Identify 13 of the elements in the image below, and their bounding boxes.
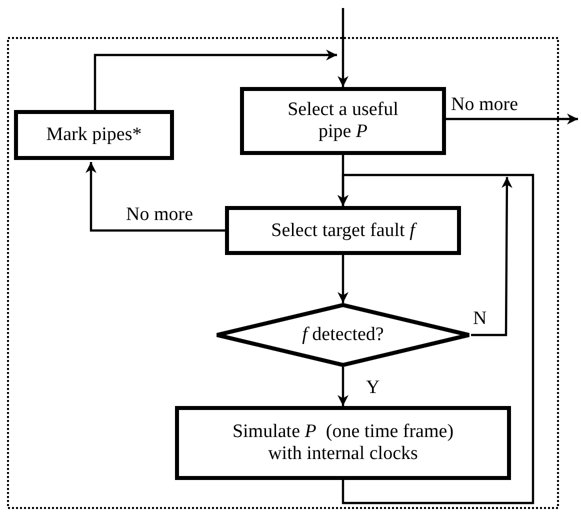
arrow — [338, 8, 348, 87]
arrow — [446, 114, 578, 124]
arrow — [338, 367, 348, 406]
process-box: Mark pipes* — [14, 110, 174, 160]
arrow — [338, 174, 534, 504]
arrow — [94, 50, 337, 110]
process-box: Select target fault f — [225, 206, 461, 255]
decision-diamond: f detected? — [215, 303, 471, 367]
arrow — [338, 255, 348, 303]
arrow — [86, 162, 225, 232]
process-box: Simulate P (one time frame) with internal clocks — [175, 406, 511, 480]
arrow — [471, 177, 512, 336]
process-box: Select a useful pipe P — [240, 87, 446, 155]
